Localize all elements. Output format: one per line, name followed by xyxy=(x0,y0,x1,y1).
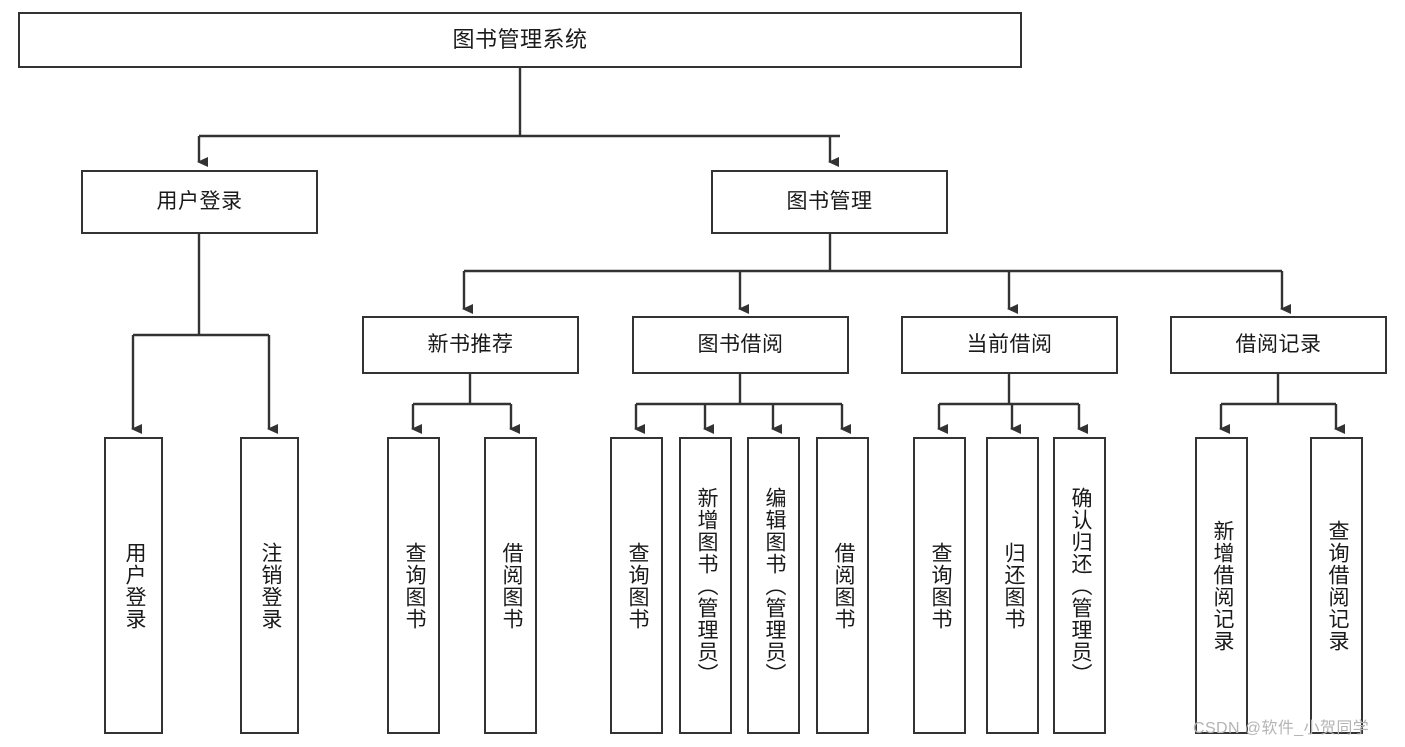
node-current-borrow[interactable]: 当前借阅 xyxy=(901,316,1118,374)
node-leaf-add-book-label: 新增图书（管理员） xyxy=(694,486,718,685)
node-user-login[interactable]: 用户登录 xyxy=(81,170,318,234)
node-leaf-return-book[interactable]: 归还图书 xyxy=(986,437,1039,734)
node-leaf-query-book-3-label: 查询图书 xyxy=(928,541,952,630)
node-leaf-add-book[interactable]: 新增图书（管理员） xyxy=(679,437,732,734)
node-borrow-record-label: 借阅记录 xyxy=(1235,333,1322,357)
node-leaf-query-book-3[interactable]: 查询图书 xyxy=(913,437,966,734)
node-leaf-query-book-1[interactable]: 查询图书 xyxy=(387,437,440,734)
node-leaf-user-logout-label: 注销登录 xyxy=(258,541,282,630)
node-leaf-edit-book-label: 编辑图书（管理员） xyxy=(762,486,786,685)
node-leaf-user-logout[interactable]: 注销登录 xyxy=(240,437,299,734)
node-root-label: 图书管理系统 xyxy=(452,26,588,52)
node-leaf-borrow-book-1[interactable]: 借阅图书 xyxy=(484,437,537,734)
node-book-borrow[interactable]: 图书借阅 xyxy=(632,316,849,374)
node-new-book-rec-label: 新书推荐 xyxy=(427,333,514,357)
node-leaf-confirm-return-label: 确认归还（管理员） xyxy=(1068,486,1092,685)
node-leaf-borrow-book-2[interactable]: 借阅图书 xyxy=(816,437,869,734)
node-leaf-add-borrow-record-label: 新增借阅记录 xyxy=(1210,519,1234,652)
node-leaf-query-borrow-record[interactable]: 查询借阅记录 xyxy=(1310,437,1363,734)
node-leaf-query-book-1-label: 查询图书 xyxy=(402,541,426,630)
node-leaf-borrow-book-2-label: 借阅图书 xyxy=(831,541,855,630)
node-user-login-label: 用户登录 xyxy=(156,190,243,214)
node-leaf-confirm-return[interactable]: 确认归还（管理员） xyxy=(1053,437,1106,734)
node-leaf-borrow-book-1-label: 借阅图书 xyxy=(499,541,523,630)
node-new-book-rec[interactable]: 新书推荐 xyxy=(362,316,579,374)
node-leaf-add-borrow-record[interactable]: 新增借阅记录 xyxy=(1195,437,1248,734)
node-borrow-record[interactable]: 借阅记录 xyxy=(1170,316,1387,374)
node-leaf-query-book-2-label: 查询图书 xyxy=(625,541,649,630)
node-leaf-user-login[interactable]: 用户登录 xyxy=(104,437,163,734)
node-current-borrow-label: 当前借阅 xyxy=(966,333,1053,357)
node-leaf-return-book-label: 归还图书 xyxy=(1001,541,1025,630)
node-leaf-user-login-label: 用户登录 xyxy=(122,541,146,630)
node-book-borrow-label: 图书借阅 xyxy=(697,333,784,357)
node-leaf-edit-book[interactable]: 编辑图书（管理员） xyxy=(747,437,800,734)
node-leaf-query-borrow-record-label: 查询借阅记录 xyxy=(1325,519,1349,652)
node-book-manage[interactable]: 图书管理 xyxy=(711,170,948,234)
node-leaf-query-book-2[interactable]: 查询图书 xyxy=(610,437,663,734)
node-book-manage-label: 图书管理 xyxy=(786,190,873,214)
node-root[interactable]: 图书管理系统 xyxy=(18,12,1022,68)
